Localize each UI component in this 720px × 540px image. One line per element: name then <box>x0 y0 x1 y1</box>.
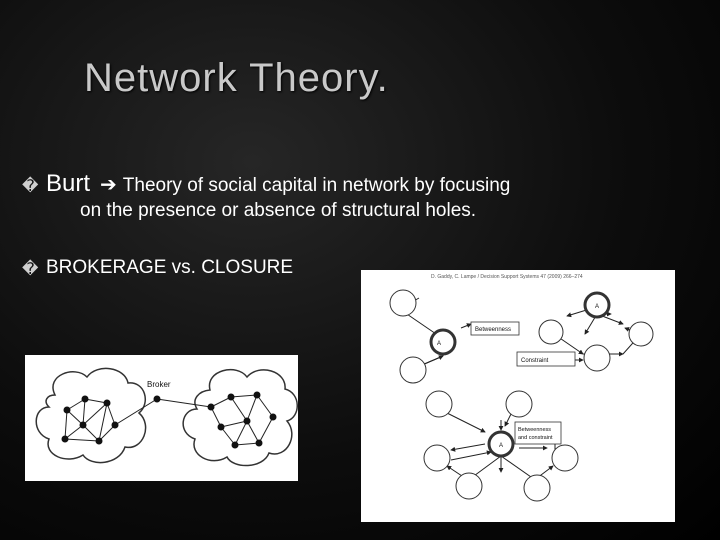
both-label-2: and constraint <box>518 435 553 441</box>
node-a-label-1: A <box>437 341 441 347</box>
bullet-marker-1: � <box>22 178 39 195</box>
constraint-box <box>516 351 576 367</box>
brokerage-figure: Broker <box>25 355 298 481</box>
figure-citation: D. Gaddy, C. Lampe / Decision Support Sy… <box>431 274 583 280</box>
node-a-top-left <box>429 328 457 356</box>
betweenness-box <box>470 321 520 336</box>
node-a-bottom <box>487 430 515 458</box>
broker-node <box>153 395 161 403</box>
bullet-marker-2: � <box>22 261 39 278</box>
betweenness-constraint-box <box>514 421 562 445</box>
bullet-2-text: BROKERAGE vs. CLOSURE <box>46 257 294 278</box>
right-arrow-icon: ➔ <box>100 174 117 196</box>
left-cloud <box>35 367 147 464</box>
node-a-label-2: A <box>595 304 599 310</box>
bullet-1-lead: Burt <box>46 170 91 197</box>
betweenness-constraint-figure: D. Gaddy, C. Lampe / Decision Support Sy… <box>361 270 675 522</box>
both-label-1: Betweenness <box>518 427 551 433</box>
right-cloud <box>182 368 298 467</box>
broker-label: Broker <box>147 380 171 389</box>
bullet-1-text: Theory of social capital in network by f… <box>122 175 511 196</box>
constraint-label: Constraint <box>521 358 549 364</box>
betweenness-constraint-diagram: D. Gaddy, C. Lampe / Decision Support Sy… <box>389 274 654 502</box>
betweenness-label: Betweenness <box>475 327 511 333</box>
brokerage-diagram: Broker <box>35 367 298 467</box>
node-a-label-3: A <box>499 443 503 449</box>
bullet-1-continuation: on the presence or absence of structural… <box>80 200 477 221</box>
bullet-1-line: Burt ➔Theory of social capital in network… <box>46 170 510 198</box>
node-a-top-right <box>583 291 611 319</box>
slide-title: Network Theory. <box>84 56 389 100</box>
